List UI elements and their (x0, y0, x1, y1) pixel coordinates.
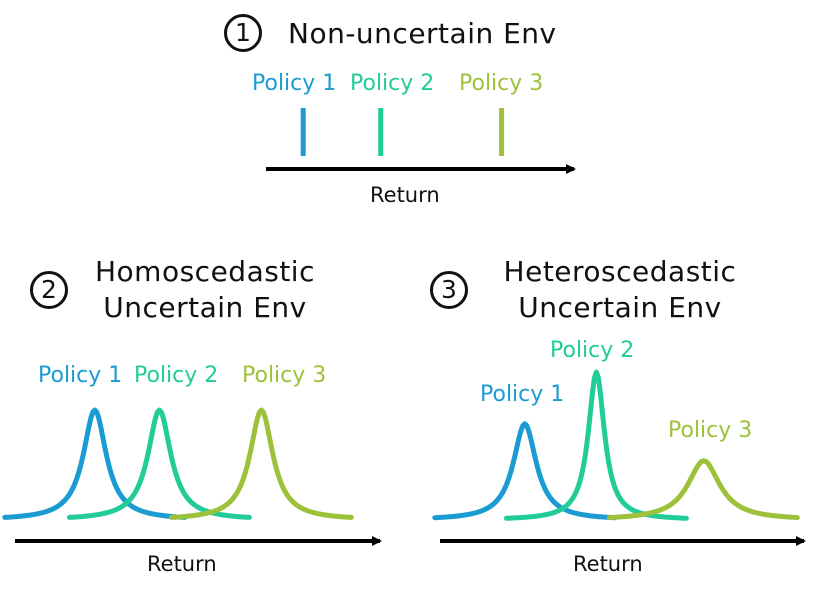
panel-2-policy-2-distribution-curve (66, 407, 252, 520)
panel-3-badge: 3 (430, 271, 468, 309)
panel-3-title-line-1: Heteroscedastic (503, 255, 737, 288)
panel-3-axis-label: Return (573, 552, 643, 576)
panel-1-axis-label: Return (370, 183, 440, 207)
panel-3-title-line-2: Uncertain Env (518, 291, 722, 324)
panel-3-policy-3-distribution-curve (606, 458, 800, 521)
panel-2-policy-3-distribution-curve (168, 407, 354, 520)
panel-1-badge: 1 (224, 14, 262, 52)
panel-3-policy-3-label: Policy 3 (668, 418, 753, 443)
panel-1-title: Non-uncertain Env (288, 17, 557, 50)
panel-2-policy-1-distribution-curve (2, 407, 188, 520)
panel-1-policy-3-label: Policy 3 (459, 71, 544, 96)
panel-3-policy-1-distribution-curve (432, 421, 618, 521)
panel-3-policy-2-distribution-curve (503, 369, 689, 521)
panel-3-policy-1-label: Policy 1 (480, 382, 565, 407)
panel-3-policy-2-label: Policy 2 (550, 338, 635, 363)
panel-2-title-line-1: Homoscedastic (95, 255, 315, 288)
panel-2-policy-1-label: Policy 1 (38, 363, 123, 388)
panel-2-axis-label: Return (147, 552, 217, 576)
panel-2-policy-2-label: Policy 2 (134, 363, 219, 388)
panel-2-policy-3-label: Policy 3 (242, 363, 327, 388)
panel-2-title-line-2: Uncertain Env (103, 291, 307, 324)
panel-2-badge: 2 (30, 271, 68, 309)
panel-1-policy-2-label: Policy 2 (350, 71, 435, 96)
panel-1-policy-1-label: Policy 1 (252, 71, 337, 96)
